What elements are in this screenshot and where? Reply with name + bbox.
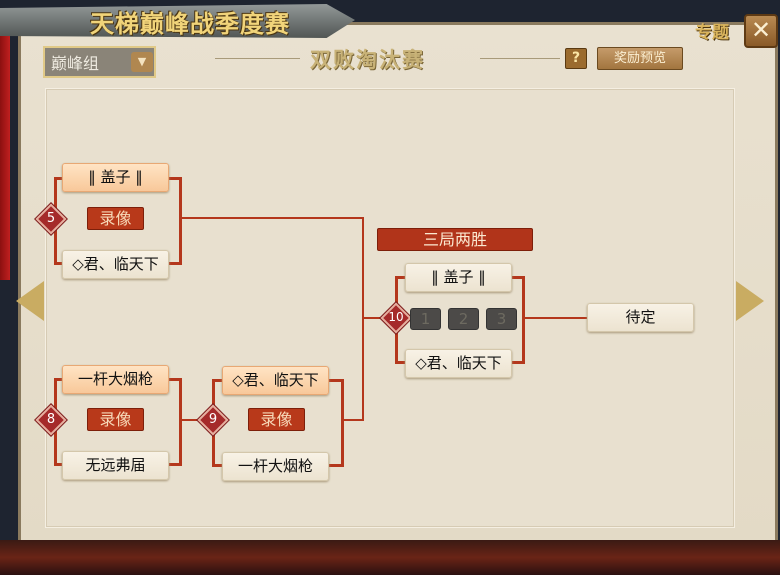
bracket-line bbox=[54, 378, 64, 381]
prev-page-arrow-icon[interactable] bbox=[16, 281, 44, 321]
bracket-line bbox=[179, 177, 182, 265]
bracket-line bbox=[512, 361, 525, 364]
player-slot-winner[interactable]: ◇君、临天下 bbox=[222, 366, 329, 395]
title-banner bbox=[0, 4, 355, 38]
group-select-value: 巅峰组 bbox=[51, 54, 100, 73]
bracket-line bbox=[179, 419, 214, 421]
group-select[interactable]: 巅峰组 ▼ bbox=[43, 46, 156, 78]
bracket-line bbox=[179, 217, 364, 219]
player-slot[interactable]: ◇君、临天下 bbox=[62, 250, 169, 279]
bracket-line bbox=[168, 378, 181, 381]
bracket-line bbox=[341, 379, 344, 467]
window-title: 天梯巅峰战季度赛 bbox=[90, 9, 290, 38]
player-slot[interactable]: 无远弗届 bbox=[62, 451, 169, 480]
bracket-line bbox=[168, 177, 181, 180]
player-slot[interactable]: ‖ 盖子 ‖ bbox=[405, 263, 512, 292]
bracket-line bbox=[329, 464, 343, 467]
bracket-line bbox=[362, 217, 364, 421]
tassel-decoration bbox=[0, 30, 10, 280]
heading-divider-right bbox=[480, 58, 560, 59]
replay-button[interactable]: 录像 bbox=[248, 408, 305, 431]
bracket-line bbox=[168, 262, 181, 265]
help-button[interactable]: ? bbox=[565, 48, 587, 69]
bracket-line bbox=[522, 317, 588, 319]
bracket-line bbox=[168, 463, 181, 466]
close-button[interactable]: ✕ bbox=[744, 14, 778, 48]
bracket-line bbox=[362, 317, 396, 319]
bracket-line bbox=[341, 419, 364, 421]
bracket-line bbox=[54, 262, 64, 265]
best-of-three-label: 三局两胜 bbox=[377, 228, 533, 251]
champion-slot: 待定 bbox=[587, 303, 694, 332]
bracket-line bbox=[179, 378, 182, 466]
next-page-arrow-icon[interactable] bbox=[736, 281, 764, 321]
game-1-button[interactable]: 1 bbox=[410, 308, 441, 330]
topic-icon-button[interactable]: 专题 bbox=[695, 23, 729, 43]
replay-button[interactable]: 录像 bbox=[87, 408, 144, 431]
reward-preview-button[interactable]: 奖励预览 bbox=[597, 47, 683, 70]
bracket-line bbox=[212, 379, 224, 382]
match-number: 10 bbox=[388, 310, 404, 324]
game-3-button[interactable]: 3 bbox=[486, 308, 517, 330]
page-heading: 双败淘汰赛 bbox=[310, 48, 425, 72]
bracket-line bbox=[329, 379, 343, 382]
player-slot-winner[interactable]: ‖ 盖子 ‖ bbox=[62, 163, 169, 192]
bracket-line bbox=[212, 464, 224, 467]
match-number: 8 bbox=[46, 412, 56, 427]
player-slot[interactable]: 一杆大烟枪 bbox=[222, 452, 329, 481]
match-number: 5 bbox=[46, 211, 56, 226]
bracket-line bbox=[54, 463, 64, 466]
bracket-line bbox=[54, 177, 64, 180]
bracket-line bbox=[395, 361, 406, 364]
bracket-line bbox=[522, 276, 525, 364]
heading-divider-left bbox=[215, 58, 300, 59]
bracket-line bbox=[395, 276, 406, 279]
player-slot-winner[interactable]: 一杆大烟枪 bbox=[62, 365, 169, 394]
match-number: 9 bbox=[208, 412, 218, 427]
player-slot[interactable]: ◇君、临天下 bbox=[405, 349, 512, 378]
bracket-line bbox=[512, 276, 525, 279]
game-2-button[interactable]: 2 bbox=[448, 308, 479, 330]
chevron-down-icon[interactable]: ▼ bbox=[131, 52, 153, 72]
replay-button[interactable]: 录像 bbox=[87, 207, 144, 230]
bottom-rock-decoration bbox=[0, 540, 780, 575]
